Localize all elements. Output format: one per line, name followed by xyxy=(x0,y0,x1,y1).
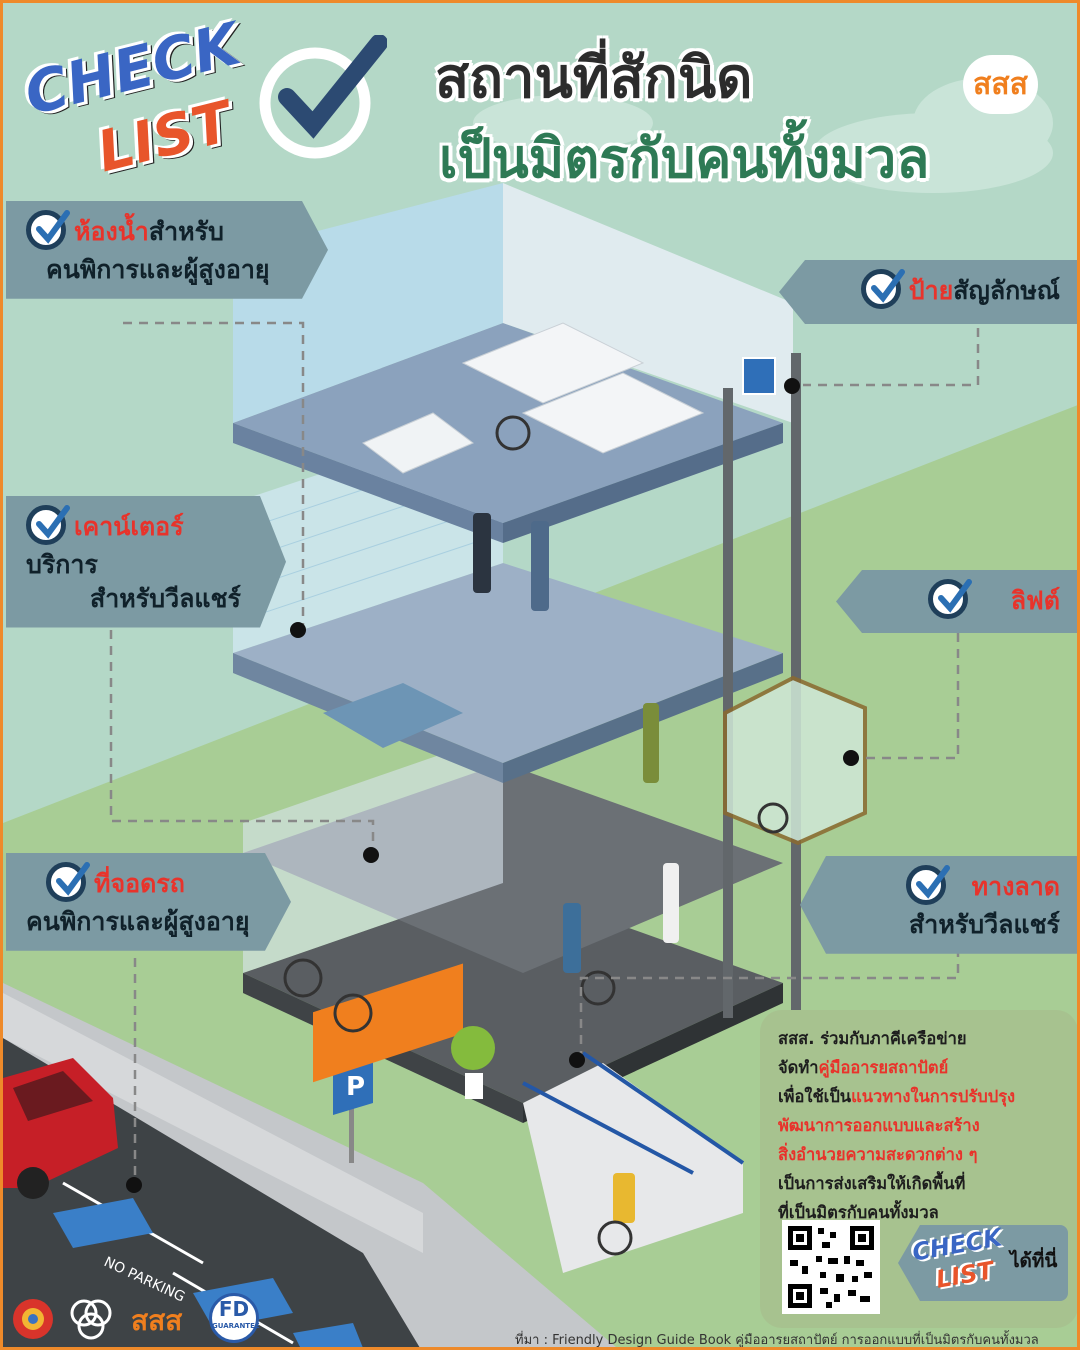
top-floor xyxy=(233,323,783,523)
title-line-1: สถานที่สักนิด xyxy=(435,46,753,111)
wheelchairs xyxy=(283,415,789,1256)
cta-suffix: ได้ที่นี่ xyxy=(1010,1250,1058,1272)
label-elevator: ลิฟต์ xyxy=(836,570,1077,633)
label-restroom: ห้องน้ำสำหรับ คนพิการและผู้สูงอายุ xyxy=(6,201,328,299)
check-icon xyxy=(860,269,905,309)
qr-code-icon xyxy=(786,1224,876,1310)
big-check-icon xyxy=(259,35,387,159)
label-signage: ป้ายสัญลักษณ์ xyxy=(779,260,1077,324)
title-line-2: เป็นมิตรกับคนทั้งมวล xyxy=(439,127,930,190)
base-floor xyxy=(243,883,783,1103)
info-line-5: สิ่งอำนวยความสะดวกต่าง ๆ xyxy=(778,1145,978,1164)
info-line-6: เป็นการส่งเสริมให้เกิดพื้นที่ xyxy=(778,1174,966,1193)
info-line-7: ที่เป็นมิตรกับคนทั้งมวล xyxy=(778,1203,939,1222)
check-icon xyxy=(26,505,66,545)
info-line-1: สสส. ร่วมกับภาคีเครือข่าย xyxy=(778,1029,967,1048)
leader-lines xyxy=(109,321,980,1183)
people xyxy=(473,513,679,1223)
label-ramp-line2: สำหรับวีลแชร์ xyxy=(909,910,1060,939)
qr-code[interactable] xyxy=(782,1220,880,1314)
middle-floor xyxy=(233,563,783,763)
check-icon xyxy=(927,579,972,619)
office-desks xyxy=(461,322,705,454)
svg-text:P: P xyxy=(346,1072,365,1102)
source-credit: ที่มา : Friendly Design Guide Book คู่มื… xyxy=(515,1333,1039,1348)
bath-mat xyxy=(323,683,463,748)
label-parking-line2: คนพิการและผู้สูงอายุ xyxy=(26,907,250,936)
elevator-sign xyxy=(742,357,776,395)
info-line-4: พัฒนาการออกแบบและสร้าง xyxy=(778,1116,980,1135)
cta-checklist-link[interactable]: CHECK LIST ได้ที่นี่ xyxy=(898,1225,1068,1301)
sofa xyxy=(362,412,474,474)
footer-logos: สสส FD GUARANTEE xyxy=(9,1293,269,1345)
potted-tree xyxy=(451,1026,495,1099)
partner-logo-2-icon xyxy=(70,1299,112,1340)
check-icon xyxy=(46,862,86,902)
info-line-3: เพื่อใช้เป็นแนวทางในการปรับปรุง xyxy=(778,1087,1016,1106)
red-car xyxy=(3,1058,118,1199)
info-line-2: จัดทำคู่มืออารยสถาปัตย์ xyxy=(778,1058,949,1077)
label-ramp: ทางลาด สำหรับวีลแชร์ xyxy=(800,856,1077,954)
label-restroom-line2: คนพิการและผู้สูงอายุ xyxy=(46,255,270,284)
label-counter: เคาน์เตอร์บริการ สำหรับวีลแชร์ xyxy=(6,496,286,628)
thaihealth-logo: สสส xyxy=(963,55,1038,114)
info-box: สสส. ร่วมกับภาคีเครือข่าย จัดทำคู่มืออาร… xyxy=(760,1010,1077,1328)
fd-guarantee-logo: FD GUARANTEE xyxy=(209,1293,260,1343)
leader-dots xyxy=(126,378,859,1193)
checklist-logo: CHECK LIST xyxy=(17,10,397,185)
elevator-shaft xyxy=(723,388,733,1018)
ramp xyxy=(523,1063,743,1273)
label-counter-line2: สำหรับวีลแชร์ xyxy=(90,583,241,613)
partner-logo-1-icon xyxy=(13,1299,53,1339)
footer-sss-logo: สสส xyxy=(131,1304,183,1337)
check-icon xyxy=(906,865,951,905)
check-icon xyxy=(26,210,66,250)
label-parking: ที่จอดรถ คนพิการและผู้สูงอายุ xyxy=(6,853,291,951)
elevator-cab xyxy=(723,675,867,846)
